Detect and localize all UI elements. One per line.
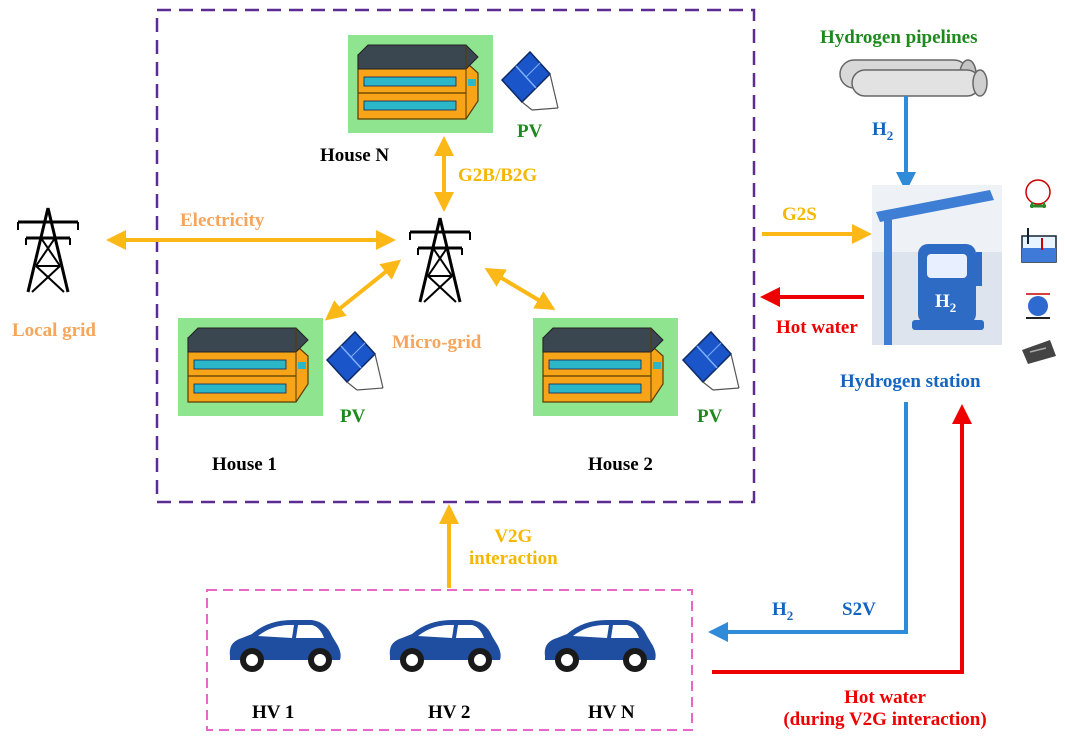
micro-grid-power-tower-icon [408, 216, 472, 304]
hot-water-v2g-line1: Hot water [844, 687, 926, 708]
hot-water-v2g-line2: (during V2G interaction) [783, 709, 987, 730]
house-2-pv-label: PV [697, 406, 723, 427]
g2s-label: G2S [782, 204, 817, 225]
house-1-solar-panel-icon [326, 331, 384, 391]
electrolyzer-icon [1026, 293, 1050, 319]
hot-water-label: Hot water [776, 317, 858, 338]
vehicle-group-boundary [206, 589, 693, 731]
micro-grid-label: Micro-grid [392, 332, 482, 353]
house-2-label: House 2 [588, 454, 653, 475]
house-n-icon [347, 34, 494, 134]
s2v-label: S2V [842, 599, 876, 620]
house-n-pv-label: PV [517, 121, 543, 142]
hv-1-label: HV 1 [252, 702, 295, 723]
hv-n-label: HV N [588, 702, 635, 723]
house-2-icon [532, 317, 679, 417]
hydrogen-pipelines-label: Hydrogen pipelines [820, 27, 978, 48]
hv-2-car-icon [389, 620, 501, 672]
hot-water-v2g-arrow [712, 404, 972, 674]
house-n-solar-panel-icon [501, 51, 559, 111]
hydrogen-station-icon [872, 185, 1002, 345]
electricity-label: Electricity [180, 210, 265, 231]
hydrogen-station-label: Hydrogen station [840, 371, 981, 392]
water-tank-icon [1021, 228, 1057, 263]
local-grid-power-tower-icon [16, 206, 80, 294]
s2v-arrow [708, 402, 908, 642]
h2-pipeline-label: H2 [872, 119, 894, 143]
gas-tank-icon [1025, 179, 1051, 208]
hv-2-label: HV 2 [428, 702, 471, 723]
house-2-solar-panel-icon [682, 331, 740, 391]
g2b-b2g-label: G2B/B2G [458, 165, 538, 186]
house-1-label: House 1 [212, 454, 277, 475]
local-grid-label: Local grid [12, 320, 96, 341]
hv-1-car-icon [229, 620, 341, 672]
hot-water-v2g-label: Hot water (during V2G interaction) [764, 687, 1006, 731]
v2g-interaction-label: V2G interaction [469, 526, 558, 570]
house-n-label: House N [320, 145, 390, 166]
h2-s2v-label: H2 [772, 599, 794, 623]
microgrid-boundary [155, 8, 756, 504]
station-h2-label: H2 [935, 291, 957, 315]
pipeline-icon [839, 59, 988, 97]
microgrid-house1-arrow [324, 259, 402, 321]
compressor-icon [1022, 340, 1056, 364]
v2g-label-line1: V2G [494, 526, 533, 547]
house-1-icon [177, 317, 324, 417]
microgrid-house2-arrow [484, 267, 556, 311]
hv-n-car-icon [544, 620, 656, 672]
house-1-pv-label: PV [340, 406, 366, 427]
v2g-label-line2: interaction [469, 548, 558, 569]
